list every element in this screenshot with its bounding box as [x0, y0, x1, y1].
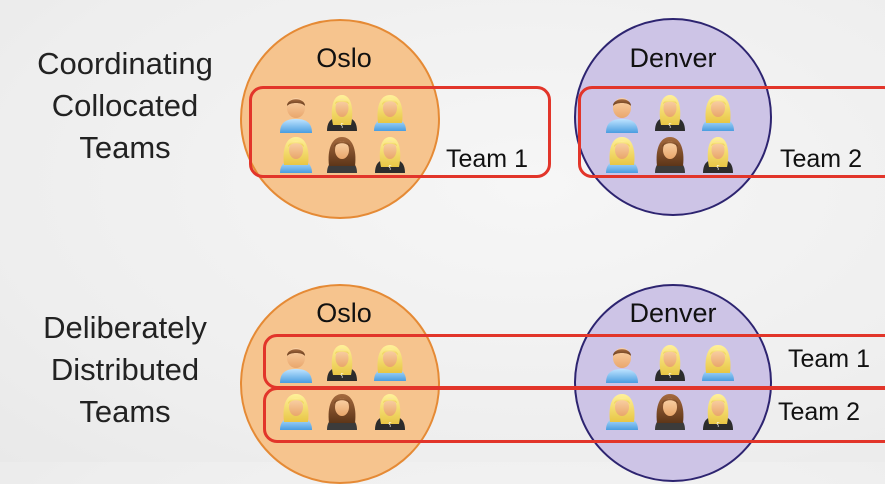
team-outline — [249, 86, 551, 178]
row-label-line: Distributed — [50, 352, 200, 387]
city-label-denver: Denver — [629, 43, 717, 73]
city-label-denver: Denver — [629, 298, 717, 328]
city-label-oslo: Oslo — [316, 298, 372, 328]
team-label: Team 2 — [778, 398, 860, 426]
row-label-distributed: Deliberately Distributed Teams — [0, 307, 250, 433]
team-outline — [263, 387, 885, 443]
row-label-line: Teams — [79, 394, 171, 429]
row-label-collocated: Coordinating Collocated Teams — [0, 43, 250, 169]
team-label: Team 2 — [780, 145, 862, 173]
diagram: ʕ Coordinating Collocated Teams Oslo — [0, 18, 885, 484]
denver-circle — [574, 284, 772, 482]
city-label-oslo: Oslo — [316, 43, 372, 73]
row-label-line: Deliberately — [43, 310, 207, 345]
row-label-line: Teams — [79, 130, 171, 165]
team-label: Team 1 — [788, 345, 870, 373]
team-label: Team 1 — [446, 145, 528, 173]
row-label-line: Collocated — [51, 88, 199, 123]
team-outline — [578, 86, 885, 178]
row-label-line: Coordinating — [37, 46, 213, 81]
